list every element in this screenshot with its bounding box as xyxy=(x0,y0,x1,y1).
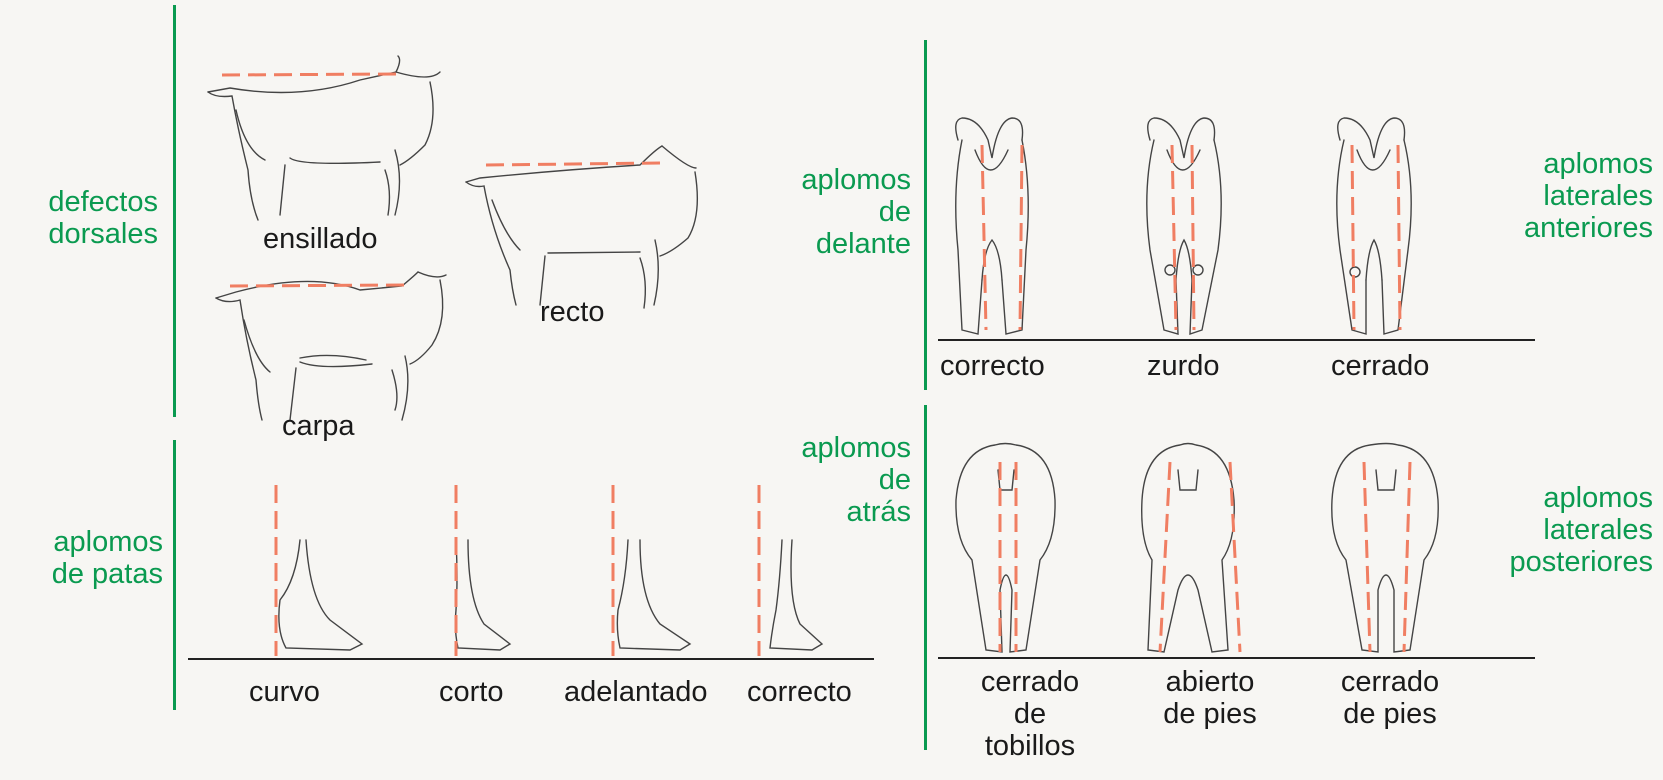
rear-side-title: aplomos laterales posteriores xyxy=(1509,482,1653,578)
hoof-corto-drawing xyxy=(454,539,512,651)
front-side-title: aplomos laterales anteriores xyxy=(1524,148,1653,244)
rear-view-cerrado-de-tobillos-drawing xyxy=(955,442,1056,653)
guide-front-cerrado-left xyxy=(1350,144,1356,331)
front-label-zurdo: zurdo xyxy=(1147,350,1220,382)
front-ground-line xyxy=(938,339,1535,341)
guide-lines xyxy=(221,72,1412,656)
front-view-cerrado-drawing xyxy=(1336,117,1412,335)
rear-ground-line xyxy=(938,657,1535,659)
dorsal-section-title: defectos dorsales xyxy=(48,186,158,250)
guide-front-correcto-left xyxy=(980,144,988,331)
front-section-title: aplomos de delante xyxy=(801,164,911,260)
rear-section-bar xyxy=(924,405,927,750)
rear-view-cerrado-de-pies-drawing xyxy=(1331,442,1439,653)
front-label-correcto: correcto xyxy=(940,350,1045,382)
rear-view-abierto-de-pies-drawing xyxy=(1141,442,1235,653)
legs-section-bar xyxy=(173,440,176,710)
hoof-curvo-drawing xyxy=(278,539,364,651)
dorsal-label-carpa: carpa xyxy=(282,410,355,442)
goat-ensillado-drawing xyxy=(207,55,441,221)
legs-label-correcto: correcto xyxy=(747,676,852,708)
guide-recto xyxy=(485,161,661,167)
dorsal-section-bar xyxy=(173,5,176,417)
guide-rear-abierto-left xyxy=(1158,461,1172,653)
front-label-cerrado: cerrado xyxy=(1331,350,1430,382)
legs-section-title: aplomos de patas xyxy=(51,526,163,590)
legs-ground-line xyxy=(188,658,874,660)
dorsal-label-ensillado: ensillado xyxy=(263,223,378,255)
rear-label-abierto-de-pies: abierto de pies xyxy=(1163,666,1257,730)
front-section-bar xyxy=(924,40,927,390)
rear-label-cerrado-de-tobillos: cerrado de tobillos xyxy=(980,666,1080,762)
goat-carpa-drawing xyxy=(215,271,447,421)
rear-section-title: aplomos de atrás xyxy=(801,432,911,528)
hoof-correcto-drawing xyxy=(769,539,824,651)
goat-recto-drawing xyxy=(465,145,699,309)
front-view-zurdo-drawing xyxy=(1146,117,1222,335)
guide-front-zurdo-left xyxy=(1170,144,1178,331)
guide-carpa xyxy=(229,283,407,288)
front-view-correcto-drawing xyxy=(955,117,1029,335)
guide-ensillado xyxy=(221,72,397,77)
legs-label-corto: corto xyxy=(439,676,504,708)
dorsal-label-recto: recto xyxy=(540,296,605,328)
hoof-adelantado-drawing xyxy=(616,539,692,651)
legs-label-curvo: curvo xyxy=(249,676,320,708)
rear-label-cerrado-de-pies: cerrado de pies xyxy=(1340,666,1440,730)
legs-label-adelantado: adelantado xyxy=(564,676,708,708)
guide-rear-cerrado-pies-left xyxy=(1362,461,1372,653)
